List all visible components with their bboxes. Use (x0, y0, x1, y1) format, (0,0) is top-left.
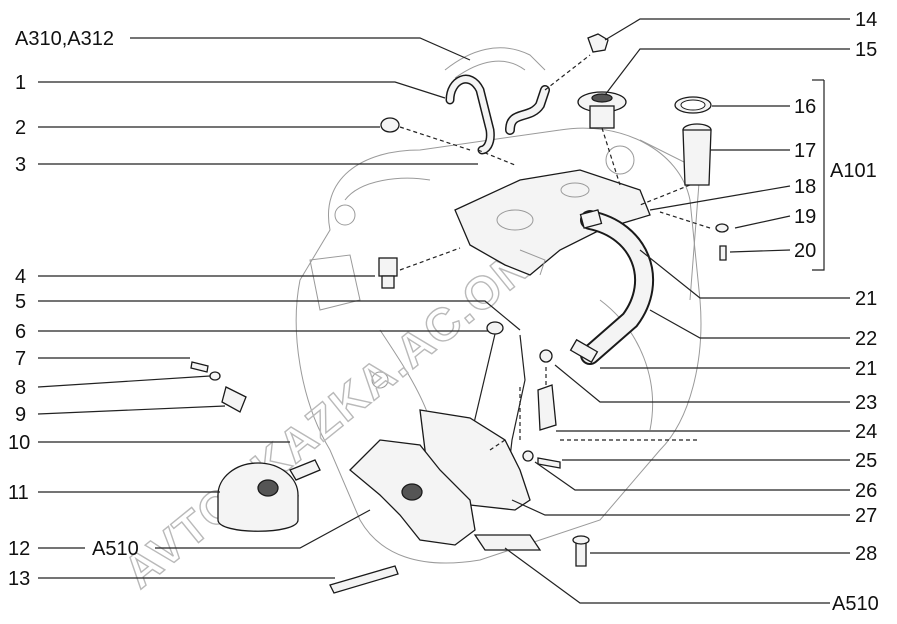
callout-17: 17 (794, 140, 816, 162)
callout-25: 25 (855, 450, 877, 472)
oil-seal-and-tube (674, 96, 712, 186)
callout-21b: 21 (855, 358, 877, 380)
leaders-left (37, 37, 521, 579)
hoses-top (380, 33, 609, 155)
callout-12: 12 (8, 538, 30, 560)
callout-16: 16 (794, 96, 816, 118)
callouts-left: A310,A312 1 2 3 4 5 6 7 8 9 10 11 12 A51… (8, 28, 139, 590)
callout-3: 3 (15, 154, 26, 176)
callout-27: 27 (855, 505, 877, 527)
oil-pump-and-pan-gasket (329, 409, 542, 594)
callout-10: 10 (8, 432, 30, 454)
callout-9: 9 (15, 404, 26, 426)
callout-28: 28 (855, 543, 877, 565)
callout-2: 2 (15, 117, 26, 139)
callout-a310: A310,A312 (15, 28, 114, 50)
callout-a101: A101 (830, 160, 877, 182)
callout-a510-left: A510 (92, 538, 139, 560)
callout-26: 26 (855, 480, 877, 502)
small-parts-right (522, 223, 729, 567)
oil-filter (217, 459, 321, 532)
callout-8: 8 (15, 377, 26, 399)
callout-15: 15 (855, 39, 877, 61)
callouts-right: 14 15 16 17 A101 18 19 20 21 22 21 23 24… (794, 9, 879, 615)
leaders-right (504, 18, 850, 604)
callout-13: 13 (8, 568, 30, 590)
callout-22: 22 (855, 328, 877, 350)
callout-4: 4 (15, 266, 26, 288)
callout-18: 18 (794, 176, 816, 198)
callout-20: 20 (794, 240, 816, 262)
breather-hose (569, 209, 655, 365)
callout-21a: 21 (855, 288, 877, 310)
callout-a510-right: A510 (832, 593, 879, 615)
filler-cap (577, 91, 627, 129)
callout-11: 11 (8, 482, 29, 504)
callout-7: 7 (15, 348, 26, 370)
callout-6: 6 (15, 321, 26, 343)
callout-23: 23 (855, 392, 877, 414)
sender-and-bolt-left (190, 361, 247, 413)
callout-5: 5 (15, 291, 26, 313)
callout-24: 24 (855, 421, 877, 443)
assembly-dashes (399, 54, 711, 451)
oil-pressure-sensor (378, 257, 398, 289)
callout-1: 1 (15, 72, 26, 94)
callout-19: 19 (794, 206, 816, 228)
callout-14: 14 (855, 9, 877, 31)
